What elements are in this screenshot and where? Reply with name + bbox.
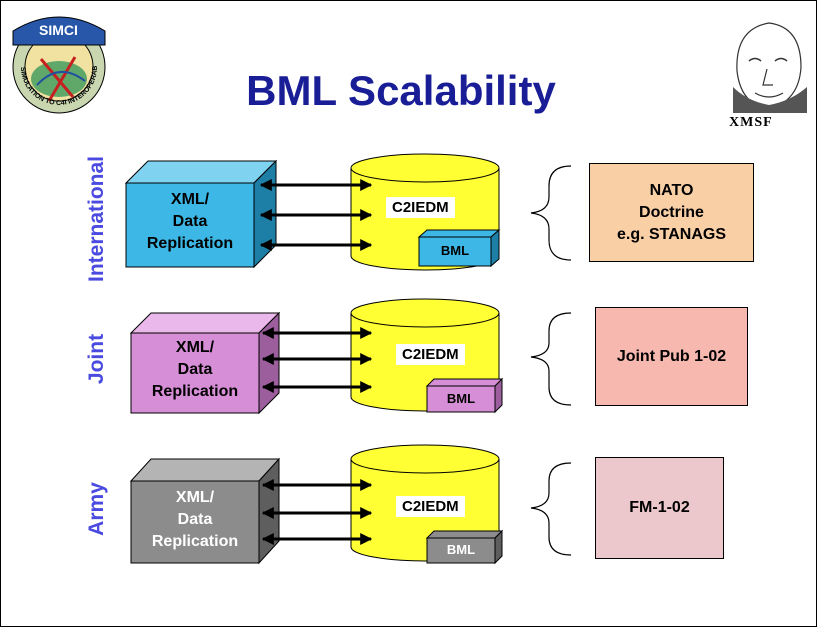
xmsf-logo	[729, 18, 807, 128]
row-international	[124, 153, 572, 271]
row-label-joint: Joint	[85, 333, 108, 385]
db-label-international: C2IEDM	[386, 197, 455, 218]
doctrine-line: Doctrine	[639, 203, 704, 221]
bml-box-army	[426, 537, 496, 564]
bml-label-army: BML	[446, 542, 476, 557]
doctrine-line: FM-1-02	[629, 499, 690, 516]
doctrine-box-army: FM-1-02	[595, 457, 724, 559]
doctrine-line: Joint Pub 1-02	[616, 347, 727, 365]
brace-international	[530, 165, 572, 261]
row-label-army: Army	[85, 482, 108, 536]
bml-box-side-international	[490, 228, 500, 268]
simci-logo: SIMULATION TO C4I INTEROPERABILITY	[1, 1, 106, 114]
doctrine-line: NATO	[649, 181, 694, 199]
db-label-joint: C2IEDM	[396, 344, 465, 365]
bml-label-joint: BML	[446, 391, 476, 406]
brace-joint	[530, 312, 572, 406]
db-label-army: C2IEDM	[396, 496, 465, 517]
cube-front-international	[125, 182, 255, 268]
xmsf-logo-text: XMSF	[729, 115, 773, 130]
cube-front-joint	[130, 332, 260, 414]
cube-line: Replication	[146, 235, 234, 252]
row-label-international: International	[85, 155, 108, 283]
cube-top-army	[129, 458, 281, 482]
bml-box-top-army	[425, 530, 504, 539]
cube-front-army	[130, 480, 260, 564]
cube-line: XML/	[170, 191, 210, 208]
cube-line: Data	[177, 361, 213, 378]
cube-top-international	[124, 160, 278, 184]
doctrine-box-international: NATO Doctrine e.g. STANAGS	[589, 163, 754, 262]
bml-box-top-international	[417, 229, 501, 238]
cube-line: Data	[177, 511, 213, 528]
cube-line: XML/	[175, 339, 215, 356]
bml-box-international	[418, 236, 492, 267]
cube-line: XML/	[175, 489, 215, 506]
cube-line: Data	[172, 213, 208, 230]
bml-label-international: BML	[440, 243, 470, 258]
cube-label-joint: XML/ Data Replication	[134, 337, 256, 403]
cube-label-army: XML/ Data Replication	[134, 487, 256, 553]
bml-box-top-joint	[425, 378, 504, 387]
cube-line: Replication	[151, 533, 239, 550]
page-title: BML Scalability	[246, 67, 556, 114]
cube-line: Replication	[151, 383, 239, 400]
cube-label-international: XML/ Data Replication	[129, 189, 251, 255]
bml-box-joint	[426, 385, 496, 413]
doctrine-box-joint: Joint Pub 1-02	[595, 307, 748, 406]
brace-army	[530, 462, 572, 556]
cube-top-joint	[129, 312, 281, 334]
simci-logo-text: SIMCI	[39, 22, 78, 38]
doctrine-line: e.g. STANAGS	[616, 225, 727, 243]
